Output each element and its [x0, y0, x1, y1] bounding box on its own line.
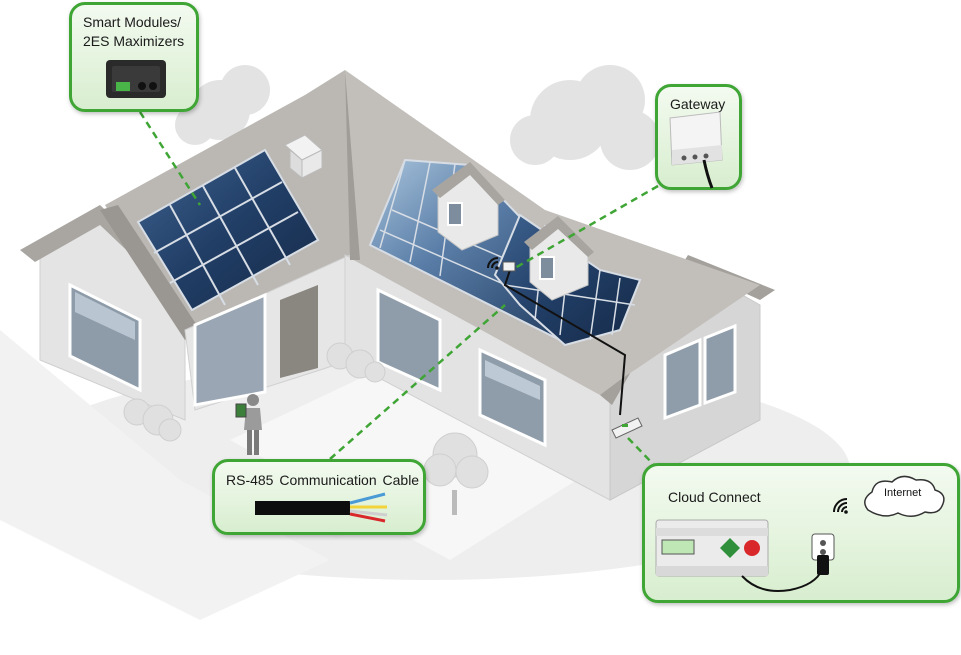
callout-cloud-connect: Cloud Connect: [642, 463, 960, 603]
modules-title-line2: 2ES Maximizers: [83, 33, 185, 49]
cloud-connect-title: Cloud Connect: [668, 489, 761, 505]
callout-smart-modules: Smart Modules/ 2ES Maximizers: [69, 2, 199, 112]
main-walls: [184, 254, 611, 501]
shrubs: [123, 342, 489, 489]
person: [235, 394, 262, 455]
modules-title-line1: Smart Modules/: [83, 14, 182, 30]
dormers: [432, 162, 594, 301]
tablet-icon: [235, 403, 247, 418]
cable-title: RS-485 Communication Cable: [226, 472, 420, 488]
background-trees: [175, 65, 660, 170]
wifi-icon: [487, 257, 499, 270]
wall-cloud-connect: [611, 417, 643, 439]
roof-gateway: [502, 261, 516, 272]
chimney: [284, 134, 323, 180]
callout-rs485-cable: RS-485 Communication Cable: [212, 459, 426, 535]
gateway-title: Gateway: [670, 96, 726, 112]
cable-run: [503, 269, 627, 416]
solar-array-left: [136, 148, 320, 312]
tree-trunk: [452, 490, 457, 515]
internet-label: Internet: [884, 487, 922, 499]
right-wing: [600, 255, 775, 501]
leader-lines: [138, 111, 659, 467]
callout-gateway: Gateway: [655, 84, 742, 190]
callout-title: Smart Modules/ 2ES Maximizers: [83, 13, 198, 51]
